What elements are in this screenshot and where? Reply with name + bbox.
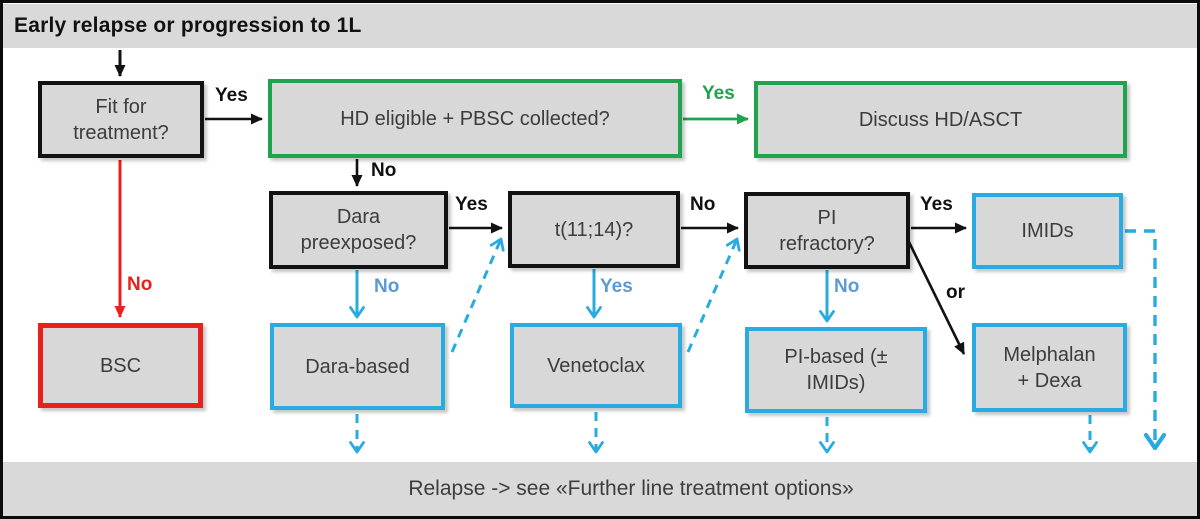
edge-label-pi-yes: Yes [920, 194, 953, 215]
edge-label-fit-no: No [127, 274, 153, 295]
node-bsc: BSC [38, 323, 203, 408]
edge-label-t-no: No [690, 194, 716, 215]
node-fit-for-treatment: Fit for treatment? [38, 81, 204, 158]
footer-band: Relapse -> see «Further line treatment o… [3, 462, 1197, 516]
header-band: Early relapse or progression to 1L [3, 4, 1197, 48]
footer-caption: Relapse -> see «Further line treatment o… [408, 477, 854, 500]
edge-label-or: or [946, 282, 965, 303]
arrow-venetoclax-to-pi [686, 237, 741, 353]
edge-label-dara-yes: Yes [455, 194, 488, 215]
edge-label-hd-yes: Yes [702, 83, 735, 104]
node-pi-refractory: PI refractory? [744, 192, 910, 269]
arrow-imids-to-relapse [1125, 229, 1155, 448]
edge-label-t-yes: Yes [600, 276, 633, 297]
edge-label-hd-no: No [371, 160, 397, 181]
node-venetoclax: Venetoclax [510, 323, 682, 408]
diagram-title: Early relapse or progression to 1L [14, 14, 362, 37]
edge-label-pi-no: No [834, 276, 860, 297]
node-hd-eligible: HD eligible + PBSC collected? [268, 79, 682, 158]
node-dara-based: Dara-based [270, 323, 445, 410]
node-discuss-hd-asct: Discuss HD/ASCT [754, 81, 1127, 158]
node-melphalan-dexa: Melphalan + Dexa [972, 323, 1127, 412]
node-dara-preexposed: Dara preexposed? [269, 191, 448, 269]
node-imids: IMIDs [972, 193, 1123, 269]
edge-label-dara-no: No [374, 276, 400, 297]
node-t11-14: t(11;14)? [508, 191, 680, 268]
arrow-darabased-to-t1114 [450, 237, 505, 353]
edge-label-fit-yes: Yes [215, 85, 248, 106]
node-pi-based: PI-based (± IMIDs) [745, 327, 927, 413]
